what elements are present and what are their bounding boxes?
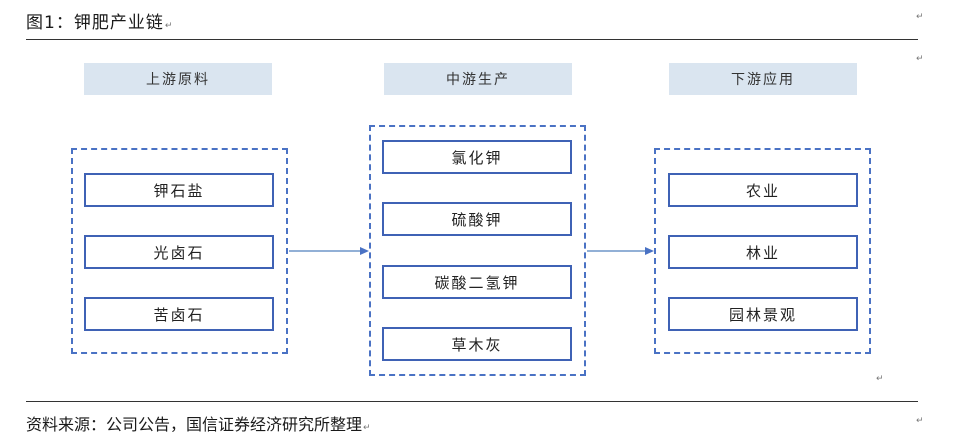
upstream-item: 苦卤石: [84, 297, 274, 331]
caption-text: 图1：钾肥产业链: [26, 13, 164, 33]
figure-caption: 图1：钾肥产业链↵: [26, 8, 173, 33]
midstream-group: [369, 125, 586, 376]
downstream-item: 农业: [668, 173, 858, 207]
return-mark-icon: ↵: [916, 54, 924, 64]
midstream-item: 氯化钾: [382, 140, 572, 174]
arrowhead-icon: [645, 247, 654, 255]
downstream-item: 林业: [668, 235, 858, 269]
midstream-item: 草木灰: [382, 327, 572, 361]
bottom-rule: [26, 401, 918, 402]
downstream-item: 园林景观: [668, 297, 858, 331]
source-note: 资料来源：公司公告，国信证券经济研究所整理↵: [26, 411, 371, 435]
return-mark-icon: ↵: [876, 374, 884, 384]
return-mark-icon: ↵: [164, 21, 174, 31]
upstream-group: [71, 148, 288, 354]
upstream-item: 钾石盐: [84, 173, 274, 207]
downstream-group: [654, 148, 871, 354]
upstream-item: 光卤石: [84, 235, 274, 269]
header-upstream: 上游原料: [84, 63, 272, 95]
header-midstream: 中游生产: [384, 63, 572, 95]
source-text: 资料来源：公司公告，国信证券经济研究所整理: [26, 415, 363, 434]
return-mark-icon: ↵: [916, 12, 924, 22]
return-mark-icon: ↵: [363, 423, 371, 433]
arrowhead-icon: [360, 247, 369, 255]
header-downstream: 下游应用: [669, 63, 857, 95]
top-rule: [26, 39, 918, 40]
return-mark-icon: ↵: [916, 416, 924, 426]
midstream-item: 硫酸钾: [382, 202, 572, 236]
midstream-item: 碳酸二氢钾: [382, 265, 572, 299]
